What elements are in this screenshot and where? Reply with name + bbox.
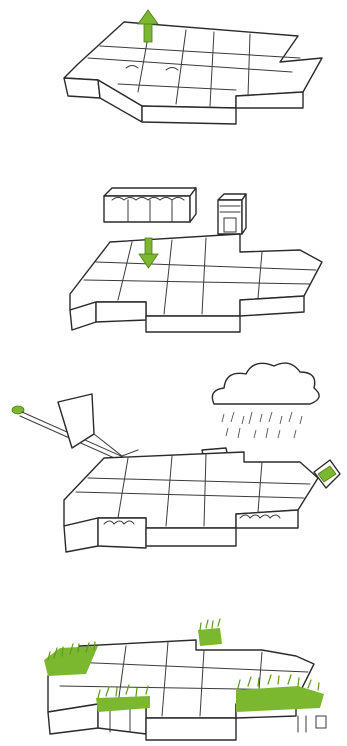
storage-module — [218, 194, 246, 234]
rain-cloud-icon — [212, 363, 319, 438]
planter-module — [104, 188, 196, 222]
step-3-platform — [12, 363, 340, 552]
rain-drops — [222, 412, 302, 438]
step-2-platform — [70, 188, 322, 332]
step-1-platform — [64, 10, 322, 124]
step-4-platform — [44, 619, 326, 740]
